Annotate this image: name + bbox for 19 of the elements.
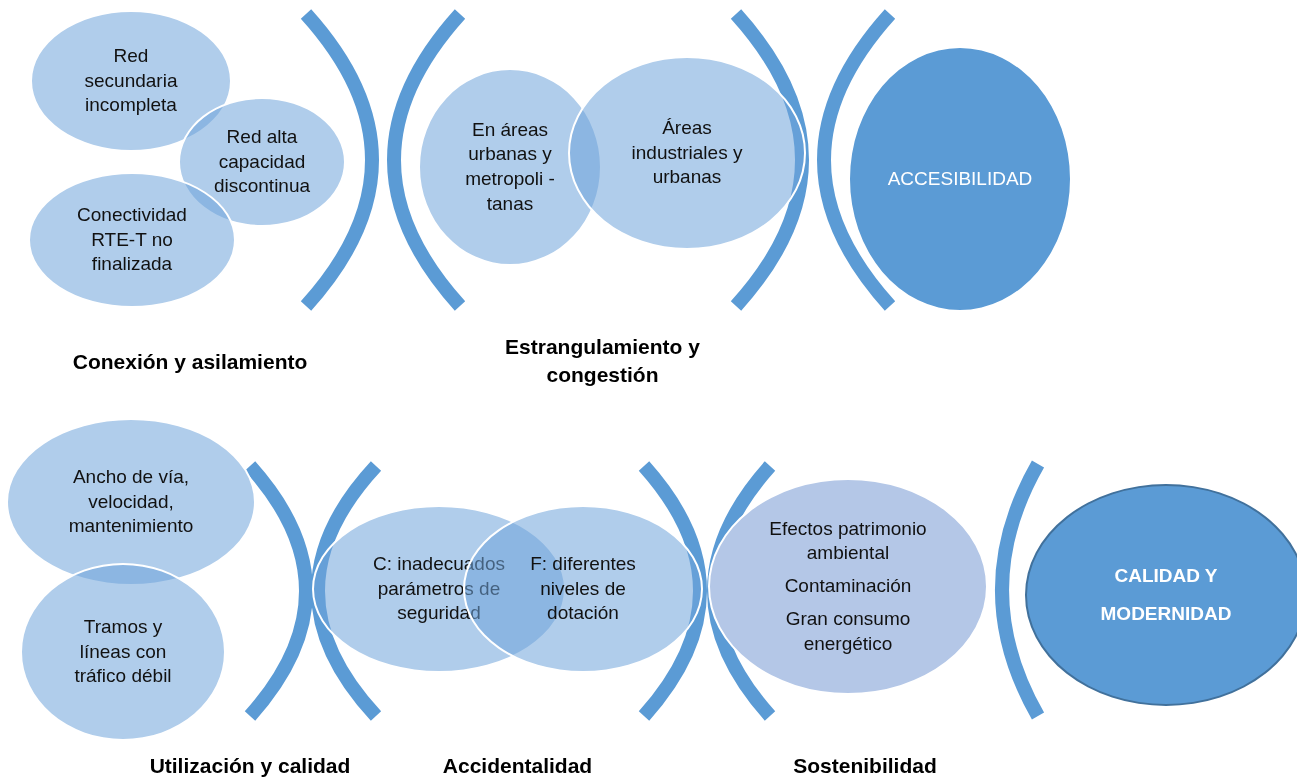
group-caption: Utilización y calidad xyxy=(148,753,352,779)
oval-label: Conectividad RTE-T no finalizada xyxy=(76,202,188,277)
oval-label: Gran consumo energético xyxy=(784,606,912,656)
oval-label: Red secundaria incompleta xyxy=(83,43,179,118)
group-caption: Conexión y asilamiento xyxy=(71,349,309,375)
oval-label: Ancho de vía, velocidad, mantenimiento xyxy=(67,464,195,539)
group-caption: Accidentalidad xyxy=(441,753,594,779)
oval-label: En áreas urbanas y metropoli -tanas xyxy=(464,117,556,216)
oval-label: Efectos patrimonio ambiental xyxy=(768,516,928,566)
group-caption: Sostenibilidad xyxy=(792,753,938,779)
oval-label: Red alta capacidad discontinua xyxy=(212,124,312,199)
oval-label: F: diferentes niveles de dotación xyxy=(529,551,637,626)
oval-label: Contaminación xyxy=(784,574,912,599)
oval-label: Tramos y líneas con tráfico débil xyxy=(73,614,173,689)
oval-label: C: inadecuados parámetros de seguridad xyxy=(371,551,506,626)
oval-label: ACCESIBILIDAD xyxy=(887,166,1033,191)
oval-label: Áreas industriales y urbanas xyxy=(630,115,744,190)
group-caption: Estrangulamiento y congestión xyxy=(504,334,701,389)
oval-label: CALIDAD Y MODERNIDAD xyxy=(1099,564,1233,626)
